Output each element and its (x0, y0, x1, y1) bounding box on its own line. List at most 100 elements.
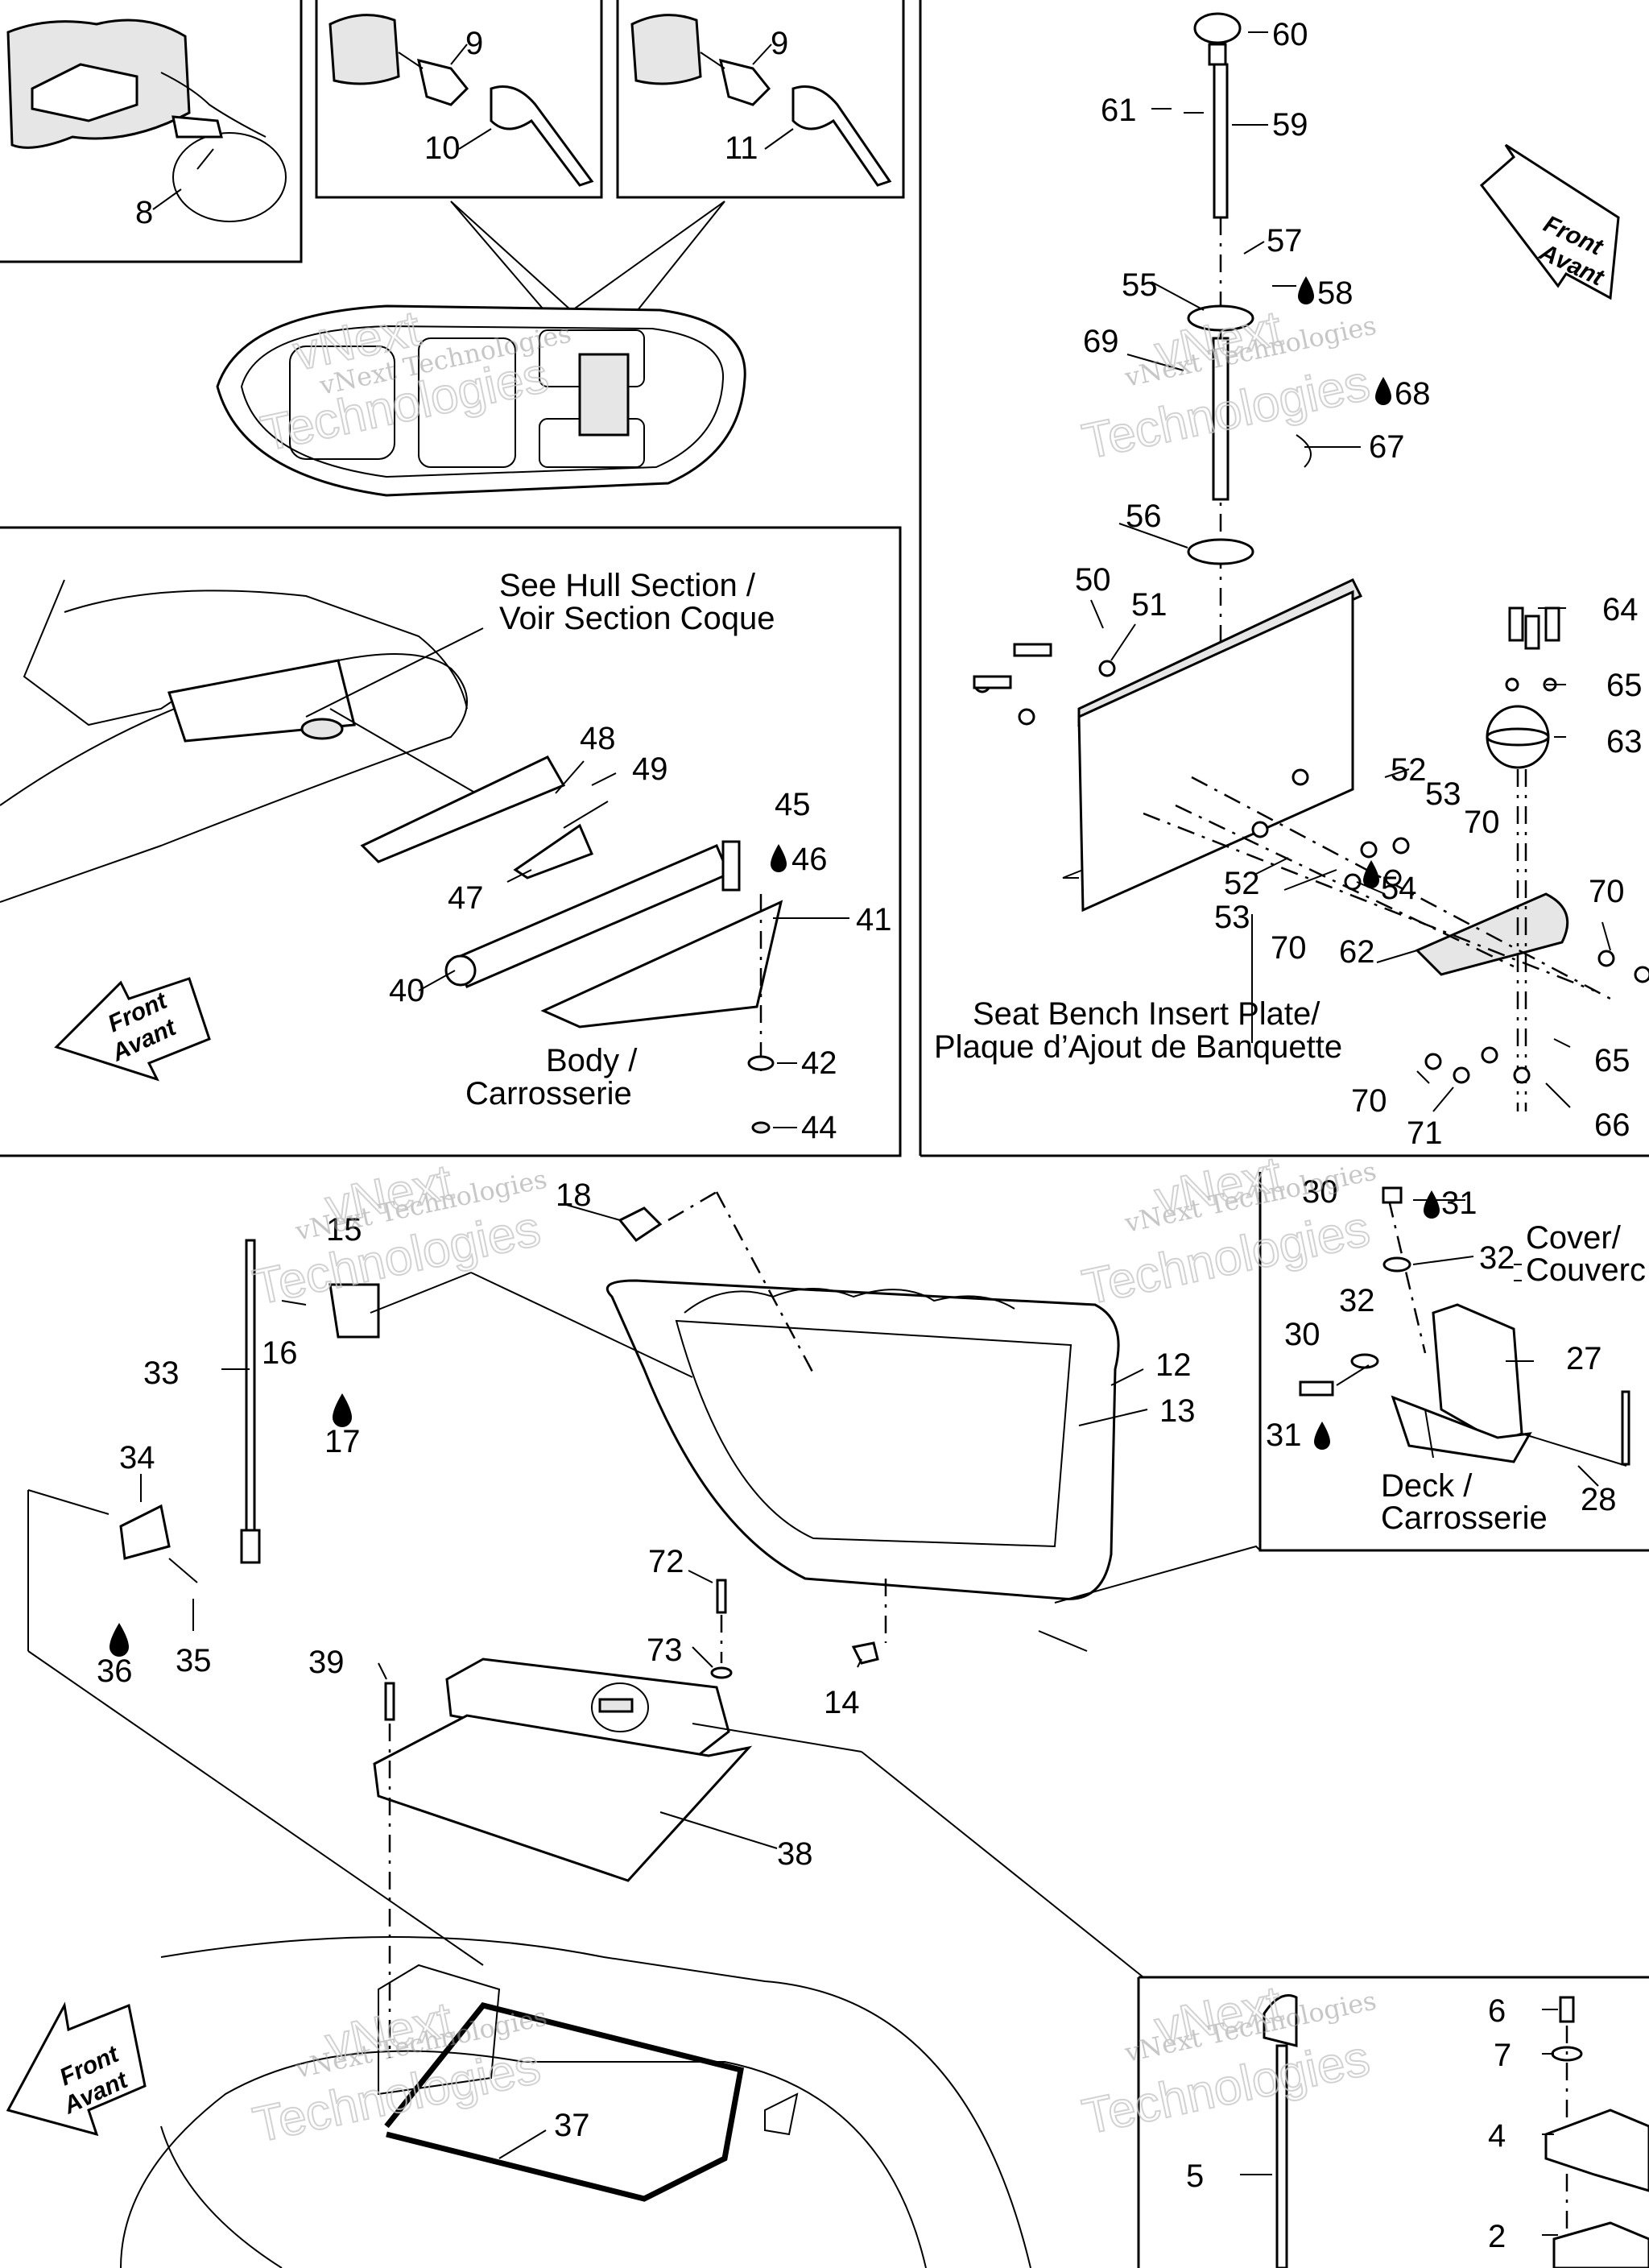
callout-70d: 70 (1351, 1083, 1387, 1119)
callout-46: 46 (791, 842, 828, 877)
callout-41: 41 (856, 902, 892, 937)
drop-icon (1375, 377, 1391, 405)
watermark-big: vNext (1151, 1146, 1287, 1227)
drop-icon (1363, 860, 1379, 888)
callout-71: 71 (1407, 1115, 1443, 1151)
callout-48: 48 (580, 721, 616, 756)
callout-60: 60 (1272, 17, 1308, 52)
watermark-big: vNext (1151, 1976, 1287, 2056)
callout-32a: 32 (1479, 1240, 1515, 1276)
callout-33: 33 (143, 1355, 180, 1391)
hull-caption-line1: See Hull Section / (499, 568, 756, 603)
callout-66: 66 (1594, 1107, 1630, 1143)
callout-62: 62 (1339, 934, 1375, 970)
strap-mount-illustration (6, 19, 287, 222)
callout-36: 36 (97, 1653, 133, 1689)
callout-31b: 31 (1266, 1418, 1302, 1453)
callout-65b: 65 (1594, 1043, 1630, 1078)
callout-18: 18 (556, 1177, 592, 1213)
callout-59: 59 (1272, 107, 1308, 143)
latch-section (1240, 1994, 1649, 2268)
cover-caption-line2: Couverc (1526, 1252, 1646, 1288)
callout-65a: 65 (1606, 668, 1643, 703)
callout-52b: 52 (1224, 866, 1260, 901)
callout-35: 35 (176, 1643, 212, 1678)
callout-70a: 70 (1464, 805, 1500, 840)
body-caption-line2: Carrosserie (465, 1076, 632, 1111)
front-arrow-2: Front Avant (1479, 143, 1620, 300)
callout-47: 47 (448, 880, 484, 916)
front-arrow-3: Front Avant (6, 2001, 147, 2137)
hull-body-section (0, 579, 783, 1134)
callout-53a: 53 (1425, 776, 1461, 812)
drop-icon (110, 1623, 129, 1657)
callout-30b: 30 (1284, 1317, 1320, 1352)
callout-28: 28 (1581, 1482, 1617, 1517)
drop-icon (333, 1393, 352, 1427)
callout-70c: 70 (1589, 874, 1625, 909)
seat-caption-line1: Seat Bench Insert Plate/ (973, 996, 1320, 1032)
callout-56: 56 (1126, 499, 1162, 534)
callout-52a: 52 (1391, 752, 1427, 788)
tray-compartment-section (120, 1579, 1144, 2268)
front-arrow-1: Front Avant (54, 977, 211, 1082)
callout-67: 67 (1369, 429, 1405, 465)
callout-32b: 32 (1339, 1283, 1375, 1318)
callout-12: 12 (1155, 1347, 1192, 1383)
callout-63: 63 (1606, 724, 1643, 759)
callout-42: 42 (801, 1045, 837, 1081)
callout-55: 55 (1122, 267, 1158, 303)
callout-54: 54 (1381, 871, 1417, 906)
callout-11: 11 (725, 130, 758, 166)
seat-pillar-section (973, 12, 1649, 1111)
callout-15: 15 (326, 1212, 362, 1248)
callout-73: 73 (647, 1633, 683, 1668)
callout-44: 44 (801, 1110, 837, 1145)
callout-27: 27 (1566, 1341, 1602, 1376)
callout-7: 7 (1494, 2038, 1511, 2073)
callout-17: 17 (324, 1424, 361, 1459)
callout-5: 5 (1186, 2158, 1204, 2194)
captions: See Hull Section / Voir Section Coque Bo… (465, 568, 1646, 1536)
callout-numbers: 6 7 4 2 5 8 9 9 10 11 60 61 59 57 58 55 … (97, 17, 1643, 2254)
callout-30a: 30 (1302, 1174, 1338, 1210)
leader-lines (140, 31, 1611, 2236)
callout-39: 39 (308, 1645, 345, 1680)
callout-37: 37 (554, 2108, 590, 2143)
callout-49: 49 (632, 751, 668, 787)
callout-53b: 53 (1214, 900, 1250, 935)
drop-icon (1424, 1190, 1440, 1219)
callout-8: 8 (135, 195, 153, 230)
callout-50: 50 (1075, 562, 1111, 598)
callout-38: 38 (777, 1836, 813, 1872)
callout-69: 69 (1083, 324, 1119, 359)
callout-40: 40 (389, 973, 425, 1008)
callout-2: 2 (1488, 2219, 1506, 2254)
tie-detail-11 (630, 14, 892, 187)
callout-64: 64 (1602, 592, 1639, 627)
watermark-big: vNext (1151, 300, 1287, 381)
body-caption-line1: Body / (546, 1043, 638, 1078)
callout-51: 51 (1131, 587, 1168, 623)
hull-caption-line2: Voir Section Coque (499, 601, 775, 636)
boat-top-view (216, 201, 746, 497)
drop-icon (771, 844, 787, 872)
tie-detail-10 (329, 14, 594, 187)
watermark-big: Technologies (1078, 2030, 1374, 2146)
callout-13: 13 (1159, 1393, 1196, 1429)
callout-9b: 9 (771, 26, 788, 61)
watermarks: vNext Technologies vNext Technologies vN… (248, 300, 1379, 2154)
callout-57: 57 (1267, 223, 1303, 259)
drop-icon (1314, 1422, 1330, 1450)
sealant-drop-icons (110, 276, 1440, 1657)
hinge-section (1299, 1186, 1630, 1467)
callout-14: 14 (824, 1685, 860, 1720)
deck-caption-line1: Deck / (1381, 1468, 1473, 1504)
callout-31a: 31 (1441, 1186, 1477, 1221)
cover-caption-line1: Cover/ (1526, 1220, 1622, 1256)
callout-61: 61 (1101, 93, 1137, 128)
callout-45: 45 (775, 787, 811, 822)
callout-10: 10 (424, 130, 461, 166)
